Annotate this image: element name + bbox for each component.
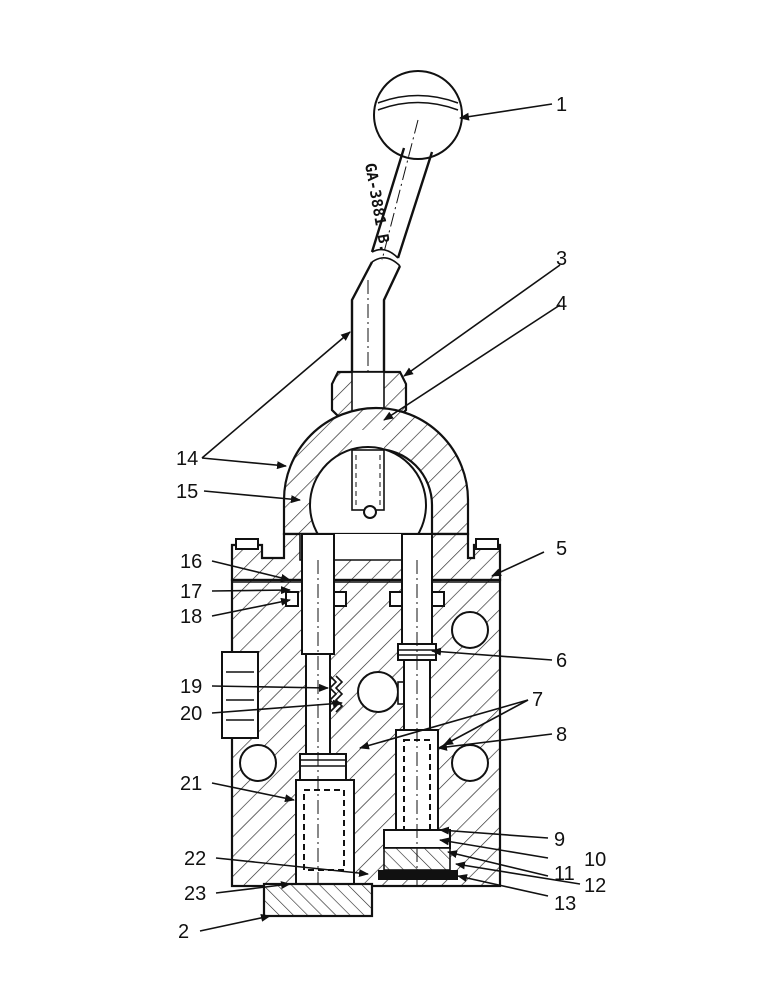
callout-2: 2: [178, 921, 189, 943]
callout-1: 1: [556, 94, 567, 116]
callout-14: 14: [176, 448, 198, 470]
callout-9: 9: [554, 829, 565, 851]
left-plunger: [295, 533, 355, 905]
lever-shaft-upper: [370, 147, 434, 259]
detent-ball: [357, 671, 399, 713]
callout-6: 6: [556, 650, 567, 672]
callout-7: 7: [532, 689, 543, 711]
callout-8: 8: [556, 724, 567, 746]
drawing-stamp: GA-3881 B.: [361, 162, 394, 254]
callout-12: 12: [584, 875, 606, 897]
callout-19: 19: [180, 676, 202, 698]
callout-17: 17: [180, 581, 202, 603]
callout-5: 5: [556, 538, 567, 560]
callout-4: 4: [556, 293, 567, 315]
lever-assembly: [350, 70, 463, 560]
lever-knob: [373, 70, 463, 160]
callout-11: 11: [554, 863, 575, 885]
callout-22: 22: [184, 848, 206, 870]
callout-3: 3: [556, 248, 567, 270]
callout-18: 18: [180, 606, 202, 628]
base-plate: [262, 882, 374, 918]
callout-21: 21: [180, 773, 202, 795]
callout-labels: 1 2 3 4 5 6 7 8 9 10 11 12 13 14 15 16 1…: [176, 94, 606, 943]
callout-16: 16: [180, 551, 202, 573]
callout-23: 23: [184, 883, 206, 905]
leader-lines: [199, 103, 581, 932]
callout-13: 13: [554, 893, 576, 915]
callout-20: 20: [180, 703, 202, 725]
right-plunger: [378, 533, 458, 890]
callout-10: 10: [584, 849, 606, 871]
callout-15: 15: [176, 481, 198, 503]
valve-body: [221, 532, 502, 888]
